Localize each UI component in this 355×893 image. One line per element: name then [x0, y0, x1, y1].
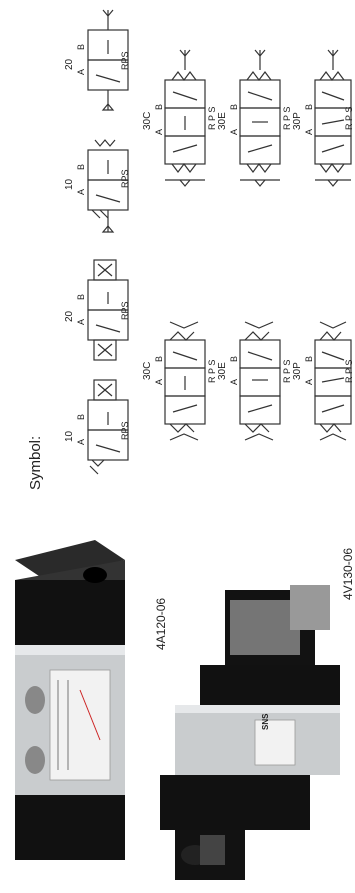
product-model-4a120: 4A120-06: [154, 598, 168, 650]
sol-30e-code: 30E: [217, 112, 228, 130]
air-10-a: A: [76, 439, 86, 445]
sol-30c-code: 30C: [142, 112, 153, 130]
air-30e-b: B: [229, 356, 239, 362]
air-30p-ports: R P S: [344, 360, 354, 383]
sol-symbol-20: [87, 9, 129, 111]
product-photo-4v130: [160, 585, 340, 880]
air-10-code: 10: [64, 430, 75, 442]
sol-10-ports: RPS: [120, 169, 130, 188]
air-20-a: A: [76, 319, 86, 325]
air-20-ports: RPS: [120, 301, 130, 320]
air-symbol-10: [87, 379, 129, 475]
sol-30p-b: B: [304, 104, 314, 110]
sol-30p-a: A: [304, 129, 314, 135]
air-30e-code: 30E: [217, 362, 228, 380]
sol-30p-code: 30P: [292, 112, 303, 130]
air-20-b: B: [76, 294, 86, 300]
sol-30e-ports: R P S: [282, 107, 292, 130]
sol-symbol-30e: [239, 49, 281, 187]
sol-30e-b: B: [229, 104, 239, 110]
air-symbol-30p: [314, 321, 352, 441]
air-30e-ports: R P S: [282, 360, 292, 383]
sol-10-code: 10: [64, 178, 75, 190]
sol-30c-b: B: [154, 104, 164, 110]
sol-30p-ports: R P S: [344, 107, 354, 130]
air-30c-ports: R P S: [207, 360, 217, 383]
air-symbol-30e: [239, 321, 281, 441]
sol-30e-a: A: [229, 129, 239, 135]
air-30c-a: A: [154, 379, 164, 385]
product-model-4v130: 4V130-06: [341, 548, 355, 600]
air-symbol-30c: [164, 321, 206, 441]
sol-10-a: A: [76, 189, 86, 195]
air-20-code: 20: [64, 310, 75, 322]
sol-20-ports: RPS: [120, 51, 130, 70]
air-30p-b: B: [304, 356, 314, 362]
product-photo-4a120: [15, 540, 125, 860]
sol-symbol-30c: [164, 49, 206, 187]
air-10-ports: RPS: [120, 421, 130, 440]
sol-symbol-10: [87, 139, 129, 233]
air-30p-a: A: [304, 379, 314, 385]
air-30e-a: A: [229, 379, 239, 385]
air-30c-b: B: [154, 356, 164, 362]
air-30c-code: 30C: [142, 362, 153, 380]
sol-30c-a: A: [154, 129, 164, 135]
sol-30c-ports: R P S: [207, 107, 217, 130]
air-symbol-20: [87, 259, 129, 361]
air-30p-code: 30P: [292, 362, 303, 380]
sol-10-b: B: [76, 164, 86, 170]
sol-20-b: B: [76, 44, 86, 50]
sol-20-a: A: [76, 69, 86, 75]
sol-20-code: 20: [64, 58, 75, 70]
air-10-b: B: [76, 414, 86, 420]
symbol-heading: Symbol:: [27, 436, 44, 490]
brand-label: SNS: [261, 713, 270, 730]
sol-symbol-30p: [314, 49, 352, 187]
